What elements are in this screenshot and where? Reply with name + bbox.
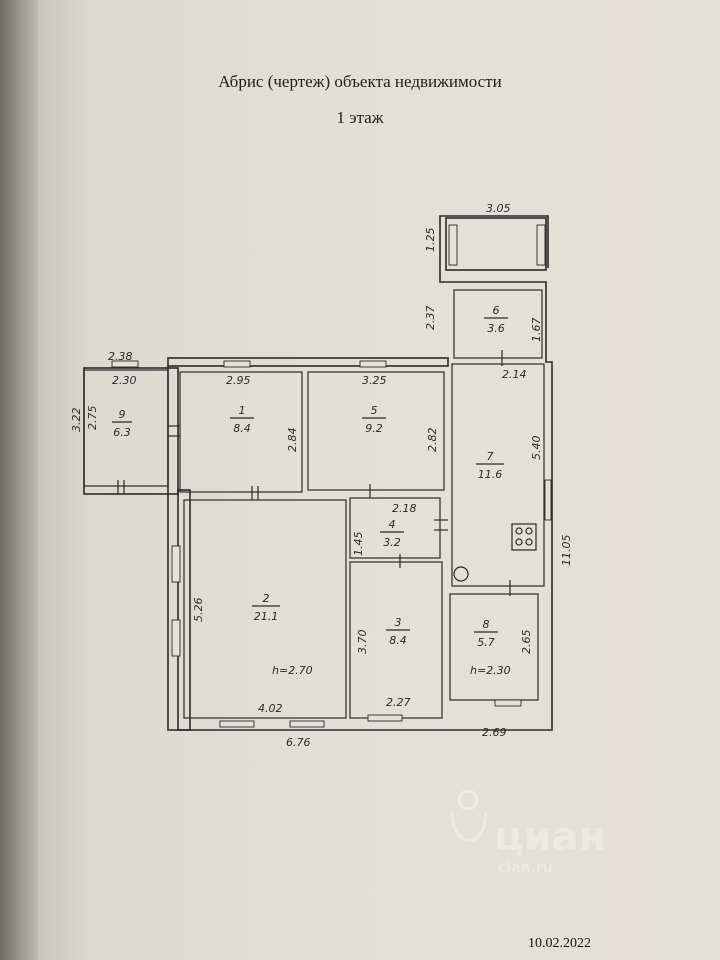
room-7-area: 11.6 — [478, 468, 503, 481]
room-labels: 9 6.3 1 8.4 5 9.2 7 11.6 6 3.6 4 3.2 2 2… — [112, 304, 511, 677]
dim-2-95: 2.95 — [226, 374, 251, 387]
room-2-area: 21.1 — [254, 610, 279, 623]
dim-3-25: 3.25 — [362, 374, 387, 387]
watermark-text: циан — [494, 814, 606, 860]
dim-2-30: 2.30 — [112, 374, 137, 387]
page-binding-shadow — [0, 0, 38, 960]
room-8-area: 5.7 — [477, 636, 495, 649]
cian-watermark: циан cian.ru — [450, 789, 606, 876]
room-9-area: 6.3 — [113, 426, 131, 439]
dim-1-25: 1.25 — [424, 228, 437, 253]
room-2-outline — [183, 499, 347, 719]
room-7-outline — [451, 363, 545, 587]
dim-5-26: 5.26 — [192, 598, 205, 623]
dim-4-02: 4.02 — [258, 702, 283, 715]
room-7-number: 7 — [487, 450, 494, 463]
document-title: Абрис (чертеж) объекта недвижимости — [218, 72, 502, 91]
sink-icon — [453, 566, 469, 582]
room-2-number: 2 — [263, 592, 270, 605]
room-1-area: 8.4 — [233, 422, 251, 435]
room-1-number: 1 — [239, 404, 246, 417]
dim-11-05: 11.05 — [560, 535, 573, 567]
dim-3-05: 3.05 — [486, 202, 511, 215]
height-label-main: h=2.70 — [272, 664, 313, 677]
watermark-subtext: cian.ru — [498, 860, 553, 876]
dim-1-45: 1.45 — [352, 532, 365, 557]
dim-6-76: 6.76 — [286, 736, 311, 749]
dim-2-38: 2.38 — [108, 350, 133, 363]
room-outlines — [83, 289, 545, 719]
height-label-room-8: h=2.30 — [470, 664, 511, 677]
dim-3-22: 3.22 — [70, 408, 83, 433]
dim-2-27: 2.27 — [386, 696, 411, 709]
document-date: 10.02.2022 — [528, 936, 591, 951]
room-6-area: 3.6 — [487, 322, 505, 335]
room-4-outline — [349, 497, 441, 559]
room-8-number: 8 — [483, 618, 490, 631]
room-9-number: 9 — [119, 408, 126, 421]
outer-walls — [83, 215, 553, 731]
room-5-outline — [307, 371, 445, 491]
room-3-area: 8.4 — [389, 634, 407, 647]
dim-2-18: 2.18 — [392, 502, 417, 515]
stove-icon — [511, 523, 537, 551]
dim-3-70: 3.70 — [356, 630, 369, 655]
dim-2-69: 2.69 — [482, 726, 507, 739]
room-5-number: 5 — [371, 404, 378, 417]
room-4-number: 4 — [389, 518, 396, 531]
dim-2-65: 2.65 — [520, 630, 533, 655]
dimension-labels: 3.05 1.25 2.37 1.67 2.14 2.38 2.30 3.22 … — [70, 202, 573, 749]
door-marks — [117, 350, 511, 596]
room-6-outline — [453, 289, 543, 359]
room-3-number: 3 — [395, 616, 402, 629]
windows — [111, 224, 552, 728]
dim-5-40: 5.40 — [530, 436, 543, 461]
floor-label: 1 этаж — [336, 108, 384, 127]
dim-2-75: 2.75 — [86, 406, 99, 431]
room-1-outline — [179, 371, 303, 493]
room-9-outline — [83, 369, 169, 487]
room-4-area: 3.2 — [383, 536, 401, 549]
dim-2-37: 2.37 — [424, 306, 437, 331]
dim-2-82: 2.82 — [426, 428, 439, 453]
document-page — [38, 0, 720, 960]
room-8-outline — [449, 593, 539, 701]
dim-2-84: 2.84 — [286, 428, 299, 453]
room-6-number: 6 — [493, 304, 500, 317]
room-5-area: 9.2 — [365, 422, 383, 435]
dim-2-14: 2.14 — [502, 368, 527, 381]
dim-1-67: 1.67 — [530, 318, 543, 343]
